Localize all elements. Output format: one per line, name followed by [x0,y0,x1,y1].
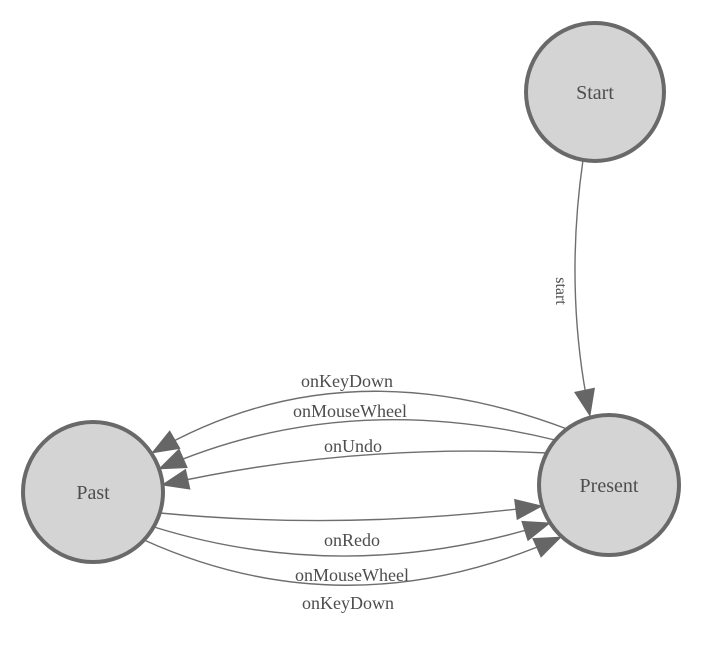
node-past: Past [21,420,165,564]
edges-layer [143,159,595,586]
node-past-circle [21,420,165,564]
edge-start-present-label: start [552,277,569,305]
node-start-label: Start [576,82,614,104]
edge-present-past-onkeydown-label: onKeyDown [301,371,393,391]
edge-start-present [574,159,595,418]
node-start: Start [524,21,666,163]
edge-past-present-onmousewheel-label: onMouseWheel [295,565,409,585]
edge-past-present-onredo-label: onRedo [324,530,380,550]
edge-labels-layer: start onKeyDown onMouseWheel onUndo onRedo on… [293,277,569,613]
edge-present-past-onundo [160,450,548,490]
edge-past-present-onmousewheel [153,520,552,557]
edge-present-past-onkeydown [151,390,568,454]
node-present-label: Present [580,475,639,497]
edge-past-present-onkeydown-label: onKeyDown [302,593,394,613]
edge-present-past-onmousewheel [158,418,556,470]
node-past-label: Past [76,482,110,504]
edge-past-present-onkeydown [143,536,562,586]
edge-present-past-onmousewheel-label: onMouseWheel [293,401,407,421]
node-present: Present [537,413,681,557]
edge-present-past-onundo-label: onUndo [324,436,382,456]
edge-past-present-onredo [159,498,544,522]
node-start-circle [524,21,666,163]
node-present-circle [537,413,681,557]
